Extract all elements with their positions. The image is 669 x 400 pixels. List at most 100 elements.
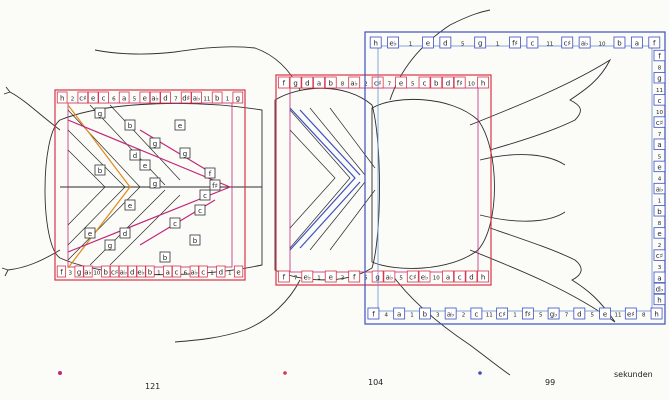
svg-text:b: b (617, 40, 622, 48)
svg-text:g: g (478, 40, 482, 48)
middle-top-note-0: f (277, 76, 290, 89)
svg-text:a♭: a♭ (581, 40, 589, 48)
right-top-note-2: 1 (409, 42, 413, 48)
left-top-note-17: g (232, 91, 244, 104)
left-bottom-note-16: c (198, 265, 208, 278)
timeline-marker-2 (478, 371, 482, 375)
left-inner-note-18: b (189, 234, 201, 246)
svg-text:6: 6 (112, 97, 116, 103)
svg-text:d♯: d♯ (182, 95, 190, 103)
beetle-head (371, 99, 495, 269)
svg-text:c♯: c♯ (111, 269, 118, 277)
right-bottom-note-19: 11 (614, 313, 621, 319)
middle-bottom-note-12: e♭ (418, 270, 431, 283)
svg-text:4: 4 (385, 313, 389, 319)
left-top-note-3: e (87, 91, 99, 104)
svg-text:3: 3 (436, 313, 440, 319)
svg-text:e: e (236, 269, 240, 277)
svg-text:a: a (122, 95, 126, 103)
svg-text:1: 1 (157, 271, 161, 277)
right-side-note-13: 1 (658, 199, 662, 205)
right-bottom-note-13: 5 (539, 313, 543, 319)
svg-text:a♭: a♭ (656, 186, 664, 194)
middle-bottom-note-6: f (348, 270, 361, 283)
right-bottom-note-16: d (573, 307, 586, 320)
right-top-note-1: e♭ (387, 36, 400, 49)
svg-text:2: 2 (462, 313, 466, 319)
middle-top-note-7: 2 (364, 82, 368, 88)
middle-bottom-note-1: 7 (294, 276, 298, 282)
left-bottom-note-17: 1 (210, 271, 214, 277)
right-side-note-6: c♯ (653, 116, 666, 128)
svg-text:c: c (173, 220, 177, 228)
svg-text:a♭: a♭ (84, 269, 92, 277)
svg-text:c: c (203, 192, 207, 200)
svg-text:d: d (133, 152, 137, 160)
left-bottom-note-7: a♭ (118, 265, 129, 278)
svg-text:e: e (426, 40, 430, 48)
middle-box-outer (275, 74, 492, 286)
svg-text:11: 11 (546, 42, 553, 48)
svg-text:1: 1 (228, 271, 232, 277)
middle-top-note-4: b (324, 76, 337, 89)
svg-text:g: g (657, 75, 661, 83)
right-top-note-10: 11 (546, 42, 553, 48)
right-top-note-0: h (369, 36, 382, 49)
svg-text:7: 7 (294, 276, 298, 282)
svg-text:11: 11 (486, 313, 493, 319)
svg-text:8: 8 (658, 66, 662, 72)
svg-text:7: 7 (565, 313, 569, 319)
left-top-note-4: c (98, 91, 109, 104)
right-bottom-note-14: g♭ (547, 307, 560, 320)
svg-text:7: 7 (658, 132, 662, 138)
beetle-illustration (1, 9, 616, 376)
left-bottom-note-2: g (74, 265, 84, 278)
left-top-note-2: c♯ (77, 91, 89, 104)
left-inner-note-19: g (149, 137, 161, 149)
right-top-note-16: f (648, 36, 661, 49)
beetle-leg-rear-bottom (7, 249, 61, 271)
svg-text:e: e (88, 230, 92, 238)
right-side-note-7: 7 (658, 132, 662, 138)
right-bottom-note-7: 2 (462, 313, 466, 319)
svg-text:5: 5 (133, 97, 137, 103)
svg-text:a♭: a♭ (120, 269, 128, 277)
left-top-note-9: a♭ (149, 91, 161, 104)
left-top-note-13: a♭ (191, 91, 202, 104)
left-bottom-note-19: 1 (228, 271, 232, 277)
right-top-note-5: 5 (461, 42, 465, 48)
svg-text:e♭: e♭ (137, 269, 145, 277)
svg-text:h: h (481, 80, 485, 88)
svg-text:d: d (469, 274, 473, 282)
right-bottom-note-1: 4 (385, 313, 389, 319)
right-bottom-note-17: 5 (590, 313, 594, 319)
svg-text:a♭: a♭ (350, 80, 358, 88)
left-bottom-note-14: 6 (184, 271, 188, 277)
svg-text:10: 10 (656, 110, 663, 116)
middle-top-note-1: g (289, 76, 302, 89)
svg-text:c: c (198, 207, 202, 215)
middle-top-note-13: b (430, 76, 443, 89)
left-top-note-11: 7 (174, 97, 178, 103)
svg-text:c♯: c♯ (409, 274, 416, 282)
svg-text:g: g (153, 140, 157, 148)
left-bottom-note-6: c♯ (109, 265, 120, 278)
svg-text:d: d (305, 80, 309, 88)
middle-bottom-note-11: c♯ (406, 270, 419, 283)
svg-text:b: b (657, 208, 662, 216)
svg-text:a♭: a♭ (447, 311, 455, 319)
svg-text:e: e (128, 202, 132, 210)
right-bottom-note-0: f (367, 307, 380, 320)
svg-text:5: 5 (399, 276, 403, 282)
svg-text:5: 5 (461, 42, 465, 48)
right-side-note-20: a (653, 271, 666, 283)
timeline-label-121: 121 (145, 382, 160, 391)
svg-text:d♭: d♭ (656, 285, 664, 293)
right-top-note-6: g (474, 36, 487, 49)
middle-bottom-note-3: 1 (317, 276, 321, 282)
